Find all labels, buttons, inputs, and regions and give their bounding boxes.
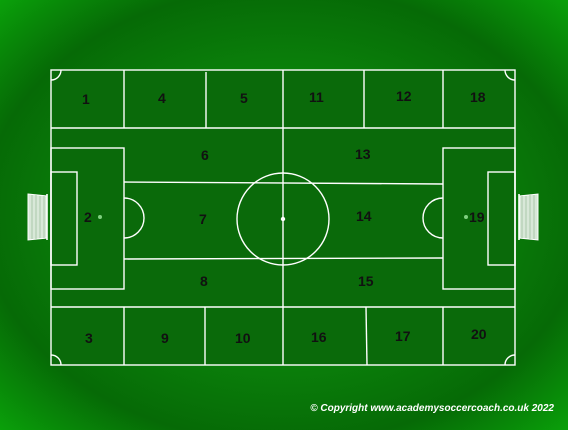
center-spot <box>280 216 286 222</box>
corner-arc-top-left <box>50 69 62 81</box>
left-goal <box>27 193 48 241</box>
zone-label-10: 10 <box>235 330 251 346</box>
left-six-yard-box <box>50 171 78 266</box>
zone-label-8: 8 <box>200 273 208 289</box>
zone-label-2: 2 <box>84 209 92 225</box>
right-six-yard-box <box>487 171 516 266</box>
corner-arc-bottom-right <box>504 354 516 366</box>
right-penalty-spot <box>464 215 468 219</box>
zone-label-16: 16 <box>311 329 327 345</box>
zone-split-bottom-3 <box>365 306 368 366</box>
zone-label-6: 6 <box>201 147 209 163</box>
corner-arc-bottom-left <box>50 354 62 366</box>
right-goal <box>518 193 539 241</box>
left-penalty-arc <box>123 197 145 239</box>
zone-label-7: 7 <box>199 211 207 227</box>
corner-arc-top-right <box>504 69 516 81</box>
zone-label-18: 18 <box>470 89 486 105</box>
zone-line-mid-bottom <box>123 257 444 260</box>
zone-label-17: 17 <box>395 328 411 344</box>
right-penalty-arc <box>422 197 444 239</box>
zone-label-15: 15 <box>358 273 374 289</box>
zone-label-13: 13 <box>355 146 371 162</box>
left-penalty-spot <box>98 215 102 219</box>
zone-label-3: 3 <box>85 330 93 346</box>
zone-label-11: 11 <box>309 89 324 105</box>
zone-label-5: 5 <box>240 90 248 106</box>
zone-label-1: 1 <box>82 91 90 107</box>
zone-line-mid-top <box>123 181 444 185</box>
copyright-notice: © Copyright www.academysoccercoach.co.uk… <box>310 403 554 414</box>
zone-label-20: 20 <box>471 326 487 342</box>
zone-label-9: 9 <box>161 330 169 346</box>
center-circle <box>236 172 330 266</box>
zone-label-14: 14 <box>356 208 372 224</box>
zone-label-19: 19 <box>469 209 485 225</box>
zone-label-4: 4 <box>158 90 166 106</box>
zone-label-12: 12 <box>396 88 412 104</box>
